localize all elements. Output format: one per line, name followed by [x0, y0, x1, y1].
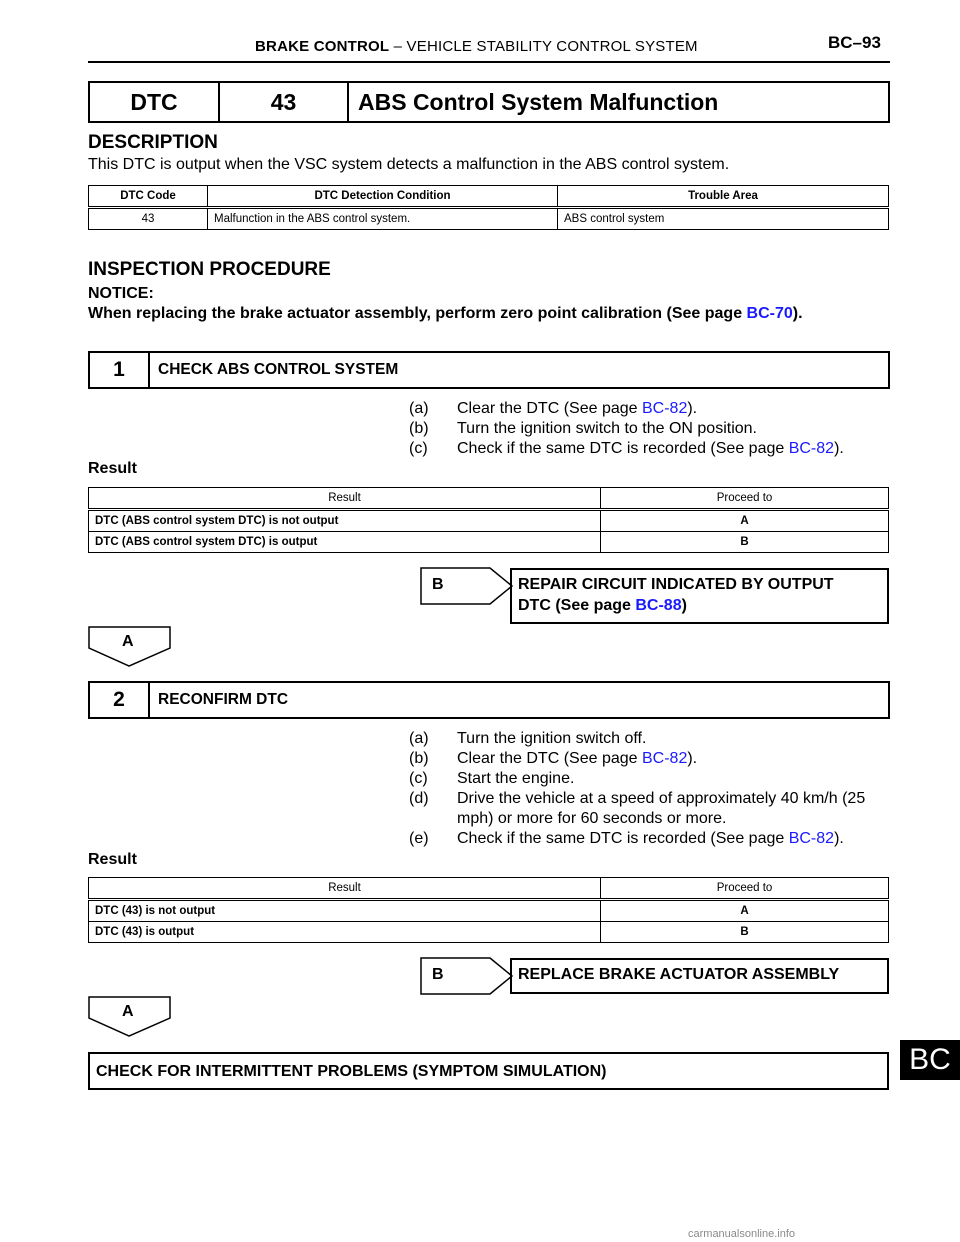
branch-a-label: A: [122, 1003, 134, 1020]
result-label: Result: [88, 851, 137, 868]
result-table-cell: DTC (43) is output: [88, 921, 601, 943]
branch-a-arrow-icon: [88, 626, 171, 667]
step-2-b-action: REPLACE BRAKE ACTUATOR ASSEMBLY: [510, 958, 889, 994]
step-title: RECONFIRM DTC: [158, 691, 289, 708]
branch-b-label: B: [432, 576, 444, 593]
page-link[interactable]: BC-82: [788, 440, 835, 457]
result-table-header: Proceed to: [600, 487, 889, 511]
branch-b-arrow-icon: [420, 957, 514, 995]
page-link[interactable]: BC-82: [641, 400, 688, 417]
list-item: (c)Check if the same DTC is recorded (Se…: [409, 440, 844, 457]
list-item: (a)Clear the DTC (See page BC-82).: [409, 400, 698, 417]
step-number: 2: [90, 683, 150, 717]
notice-link[interactable]: BC-70: [746, 305, 793, 322]
dtc-table-cell: Malfunction in the ABS control system.: [207, 207, 558, 230]
description-heading: DESCRIPTION: [88, 132, 218, 153]
dtc-title-box: DTC 43 ABS Control System Malfunction: [88, 81, 890, 123]
page-link[interactable]: BC-82: [641, 750, 688, 767]
list-item: (d)Drive the vehicle at a speed of appro…: [409, 790, 866, 827]
result-table-cell: DTC (43) is not output: [88, 899, 601, 922]
result-label: Result: [88, 460, 137, 477]
page-number: BC–93: [828, 33, 881, 52]
step-1-result-table: Result Proceed to DTC (ABS control syste…: [88, 487, 889, 553]
section-tab: BC: [900, 1040, 960, 1080]
result-table-cell: B: [600, 531, 889, 553]
running-header: BRAKE CONTROL – VEHICLE STABILITY CONTRO…: [255, 38, 698, 55]
list-item: (e)Check if the same DTC is recorded (Se…: [409, 830, 844, 847]
step-1-b-action: REPAIR CIRCUIT INDICATED BY OUTPUT DTC (…: [510, 568, 889, 624]
result-table-header: Proceed to: [600, 877, 889, 901]
result-table-header: Result: [88, 877, 601, 901]
result-table-cell: DTC (ABS control system DTC) is output: [88, 531, 601, 553]
inspection-heading: INSPECTION PROCEDURE: [88, 259, 331, 280]
step-2-box: 2 RECONFIRM DTC: [88, 681, 890, 719]
branch-b-label: B: [432, 966, 444, 983]
dtc-table-cell: 43: [88, 207, 208, 230]
notice-text: When replacing the brake actuator assemb…: [88, 305, 803, 322]
dtc-table-header: DTC Code: [88, 185, 208, 209]
header-subsection: – VEHICLE STABILITY CONTROL SYSTEM: [393, 38, 698, 55]
list-item: (a)Turn the ignition switch off.: [409, 730, 647, 747]
footer-watermark: carmanualsonline.info: [688, 1228, 796, 1240]
branch-b-arrow-icon: [420, 567, 514, 605]
list-item: (c)Start the engine.: [409, 770, 575, 787]
step-1-box: 1 CHECK ABS CONTROL SYSTEM: [88, 351, 890, 389]
header-rule: [88, 61, 890, 63]
description-text: This DTC is output when the VSC system d…: [88, 156, 730, 173]
dtc-label: DTC: [90, 83, 220, 121]
step-number: 1: [90, 353, 150, 387]
result-table-cell: DTC (ABS control system DTC) is not outp…: [88, 509, 601, 532]
dtc-table-header: DTC Detection Condition: [207, 185, 558, 209]
dtc-table: DTC Code DTC Detection Condition Trouble…: [88, 185, 889, 230]
list-item: (b)Turn the ignition switch to the ON po…: [409, 420, 757, 437]
notice-label: NOTICE:: [88, 285, 154, 302]
header-section: BRAKE CONTROL: [255, 38, 390, 55]
result-table-cell: B: [600, 921, 889, 943]
step-2-result-table: Result Proceed to DTC (43) is not output…: [88, 877, 889, 943]
result-table-cell: A: [600, 509, 889, 532]
dtc-number: 43: [220, 83, 349, 121]
page-link[interactable]: BC-82: [788, 830, 835, 847]
result-table-header: Result: [88, 487, 601, 511]
final-step-box: CHECK FOR INTERMITTENT PROBLEMS (SYMPTOM…: [88, 1052, 889, 1090]
branch-a-label: A: [122, 633, 134, 650]
step-2-instructions: (a)Turn the ignition switch off. (b)Clea…: [409, 729, 889, 849]
dtc-table-header: Trouble Area: [557, 185, 889, 209]
page-link[interactable]: BC-88: [635, 597, 682, 614]
list-item: (b)Clear the DTC (See page BC-82).: [409, 750, 698, 767]
step-title: CHECK ABS CONTROL SYSTEM: [158, 361, 399, 378]
branch-a-arrow-icon: [88, 996, 171, 1037]
dtc-name: ABS Control System Malfunction: [358, 88, 719, 115]
step-1-instructions: (a)Clear the DTC (See page BC-82). (b)Tu…: [409, 399, 889, 459]
dtc-table-cell: ABS control system: [557, 207, 889, 230]
result-table-cell: A: [600, 899, 889, 922]
